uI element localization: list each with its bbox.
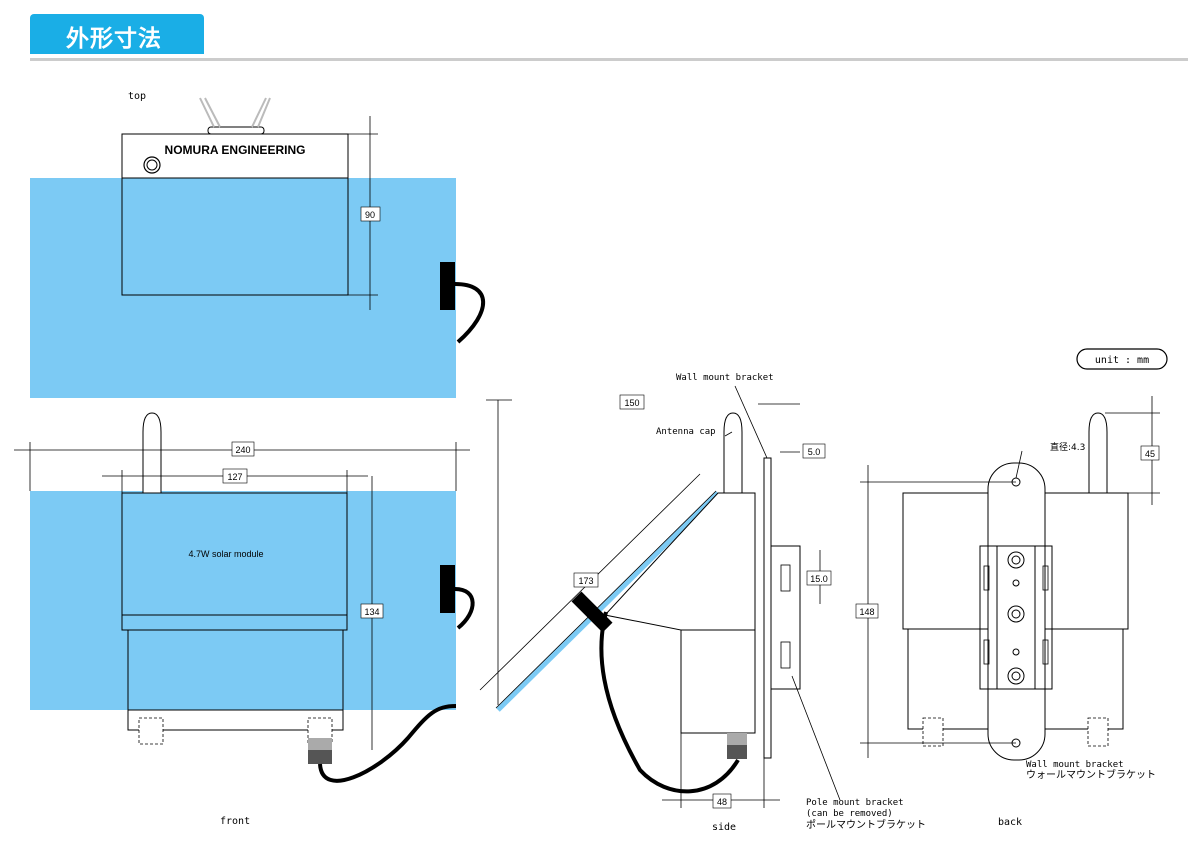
view-label-front: front [220, 816, 250, 827]
back-view-pole-bracket-inner [996, 545, 1036, 690]
panel-length-dimension-box [573, 572, 599, 588]
hole-diameter-value: 直径:4.3 [1050, 441, 1085, 453]
back-view-bolt-2-inner [1011, 609, 1021, 619]
back-view-antenna [1088, 412, 1108, 494]
back-view [855, 348, 1168, 761]
unit-badge [1076, 348, 1168, 370]
bracket-thickness-dimension-box [802, 443, 826, 459]
back-view-screw-1 [1012, 579, 1020, 587]
hole-diameter-leader [1015, 450, 1023, 479]
top-depth-dimension-box [360, 206, 381, 222]
slot-value: 15.0 [810, 574, 828, 584]
labels: top front side back NOMURA ENGINEERING 4… [128, 91, 1156, 833]
back-view-bolt-3 [1007, 667, 1025, 685]
unit-label: unit : mm [1095, 355, 1149, 366]
width-value: 240 [235, 445, 250, 455]
antenna-cap-callout: Antenna cap [656, 427, 716, 437]
top-depth-value: 90 [365, 210, 375, 220]
bracket-thickness-value: 5.0 [808, 447, 821, 457]
wall-mount-leader [734, 385, 768, 459]
side-view-cable [599, 611, 740, 794]
back-height-dimension-box [855, 603, 879, 619]
antenna-dimension-box [1140, 445, 1160, 461]
header-tab [30, 14, 204, 54]
top-view-knob-inner [146, 159, 158, 171]
side-view-panel-edge [495, 490, 717, 709]
pole-mount-leader [791, 675, 841, 801]
front-view [14, 412, 475, 783]
back-height-value: 148 [859, 607, 874, 617]
back-view-bolt-1-inner [1011, 555, 1021, 565]
back-view-foot-right [1087, 717, 1109, 747]
width-dimension-box [231, 441, 255, 457]
side-view-gland-cap [727, 745, 747, 759]
front-view-connector [440, 565, 455, 613]
back-view-bolt-3-inner [1011, 671, 1021, 681]
back-view-slot-1 [983, 565, 990, 591]
front-view-base [127, 709, 344, 731]
front-view-gland-cap [308, 750, 332, 764]
top-view-antenna-base [207, 126, 265, 135]
top-view-cable [454, 282, 486, 344]
side-view [479, 385, 841, 809]
top-view [30, 97, 486, 398]
top-view-panel [30, 178, 456, 398]
view-label-top: top [128, 91, 146, 102]
back-view-slot-4 [1042, 639, 1049, 665]
pole-mount-callout: Pole mount bracket [806, 798, 904, 808]
front-view-antenna [142, 412, 162, 494]
top-view-housing-cap [121, 133, 349, 179]
header-divider [30, 58, 1188, 61]
top-view-antenna-wires [199, 97, 271, 128]
panel-width-dimension-box [222, 468, 248, 484]
side-depth-value: 48 [717, 797, 727, 807]
pole-mount-note: (can be removed) [806, 809, 893, 819]
antenna-cap-leader [724, 431, 733, 437]
side-view-antenna [723, 412, 743, 494]
top-view-knob [143, 156, 161, 174]
back-view-screw-2 [1012, 648, 1020, 656]
tilt-height-dimension-box [619, 394, 645, 410]
wall-mount-callout: Wall mount bracket [676, 373, 774, 383]
side-view-wall-bracket [763, 457, 772, 759]
front-view-gland [308, 738, 332, 750]
side-view-gland [727, 733, 747, 745]
side-view-slot-lower [780, 641, 791, 669]
view-label-side: side [712, 822, 736, 833]
front-height-value: 134 [364, 607, 379, 617]
solar-module-label: 4.7W solar module [188, 549, 263, 559]
tilt-height-value: 150 [624, 398, 639, 408]
wall-mount-back-callout: Wall mount bracket [1026, 760, 1124, 770]
back-view-slot-2 [1042, 565, 1049, 591]
slot-dimension-box [806, 570, 832, 586]
panel-length-value: 173 [578, 576, 593, 586]
side-depth-dimension-box [712, 793, 732, 809]
side-view-connector [571, 591, 613, 633]
pole-mount-jp: ポールマウントブラケット [806, 818, 926, 831]
page-title: 外形寸法 [66, 26, 162, 52]
wall-mount-jp: ウォールマウントブラケット [1026, 768, 1156, 781]
back-view-foot-left [922, 717, 944, 747]
front-view-cable [318, 704, 457, 783]
back-view-bolt-1 [1007, 551, 1025, 569]
front-view-connector-cable [454, 587, 475, 630]
back-view-bolt-2 [1007, 605, 1025, 623]
brand-label: NOMURA ENGINEERING [165, 143, 306, 157]
front-view-foot-left [138, 717, 164, 745]
front-view-panel [30, 491, 456, 710]
side-view-slot-upper [780, 564, 791, 592]
back-view-slot-3 [983, 639, 990, 665]
side-view-panel-glass [496, 491, 720, 712]
antenna-value: 45 [1145, 449, 1155, 459]
view-label-back: back [998, 817, 1022, 828]
panel-width-value: 127 [227, 472, 242, 482]
top-view-connector [440, 262, 455, 310]
front-height-dimension-box [360, 603, 384, 619]
